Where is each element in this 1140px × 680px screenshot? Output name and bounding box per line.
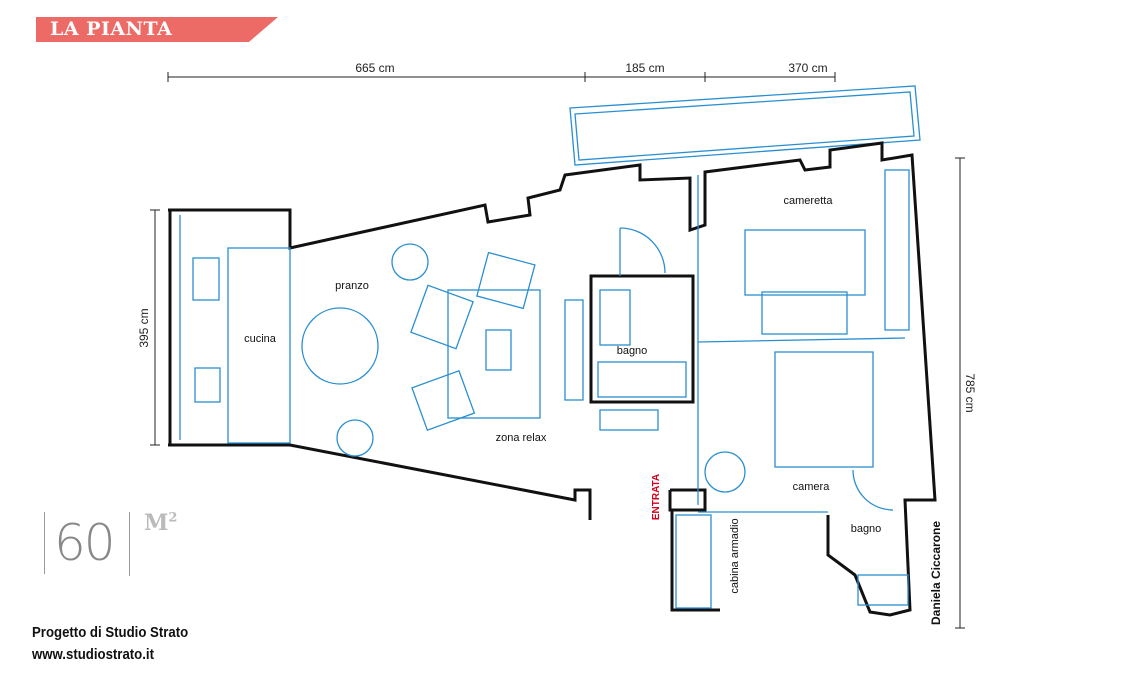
single-bed (761, 291, 848, 335)
console (564, 299, 584, 401)
room-label-cucina: cucina (244, 333, 277, 345)
room-label-camera: camera (793, 481, 831, 493)
furniture (192, 169, 910, 609)
room-label-zona-relax: zona relax (496, 432, 547, 444)
stove-icon (192, 257, 220, 301)
plant-icon (336, 419, 374, 457)
dimension-top-3: 370 cm (788, 61, 827, 75)
room-label-cabina-armadio: cabina armadio (729, 518, 741, 593)
plant-icon (391, 243, 429, 281)
dimension-left: 395 cm (137, 308, 151, 347)
sink-icon (194, 367, 221, 403)
room-label-bagno-2: bagno (851, 523, 882, 535)
armchair (411, 369, 476, 431)
armchair (410, 284, 474, 350)
area-unit-exponent: 2 (168, 510, 178, 526)
entrance-label: ENTRATA (651, 474, 662, 520)
room-label-cameretta: cameretta (784, 195, 834, 207)
room-label-bagno: bagno (617, 345, 648, 357)
outer-walls (168, 141, 937, 617)
rug (447, 289, 541, 419)
title-banner: LA PIANTA (36, 17, 278, 42)
bathroom-walls (589, 274, 695, 404)
dining-table (301, 307, 379, 385)
area-value: 60 (54, 514, 116, 572)
credit-studio: Progetto di Studio Strato (32, 624, 189, 641)
shower-icon (857, 574, 909, 606)
wardrobe (884, 169, 910, 331)
author-signature: Daniela Ciccarone (929, 521, 943, 625)
double-bed (774, 351, 874, 468)
divider (129, 512, 130, 576)
credit-website: www.studiostrato.it (32, 646, 154, 663)
area-unit-letter: M (144, 510, 169, 536)
interior-lines (179, 175, 906, 513)
room-label-pranzo: pranzo (335, 280, 369, 292)
armchair (704, 451, 746, 493)
credits: Progetto di Studio Strato www.studiostra… (32, 622, 188, 666)
dimension-lines (150, 72, 965, 629)
divider (44, 512, 45, 574)
armchair (476, 251, 536, 310)
dimension-top-2: 185 cm (625, 61, 664, 75)
page-title: LA PIANTA (50, 18, 173, 40)
balcony-inner (574, 91, 915, 161)
dimension-right: 785 cm (963, 373, 977, 412)
sink-icon (599, 289, 631, 346)
cameretta-rug (744, 229, 866, 296)
area-unit: M2 (144, 510, 177, 536)
balcony (569, 85, 921, 166)
dimension-top-1: 665 cm (355, 61, 394, 75)
wardrobe (675, 514, 712, 609)
